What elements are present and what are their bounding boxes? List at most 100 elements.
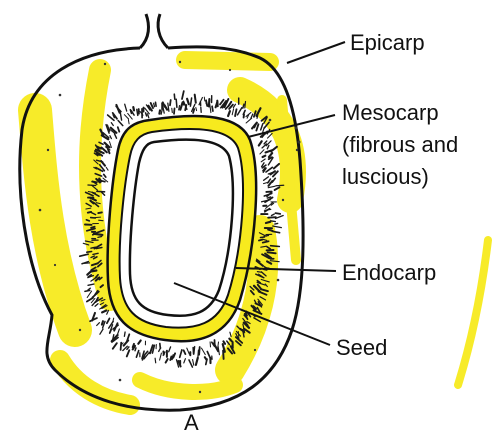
mesocarp-fibre xyxy=(107,318,110,323)
mesocarp-fibre xyxy=(102,192,105,195)
mesocarp-fibre xyxy=(124,115,128,119)
mesocarp-fibre xyxy=(170,100,171,105)
mesocarp-fibre xyxy=(271,147,277,152)
mesocarp-fibre xyxy=(155,358,156,363)
seed-label: Seed xyxy=(336,335,387,360)
mesocarp-fibre xyxy=(259,240,263,241)
mesocarp-fibre xyxy=(263,156,266,157)
mesocarp-fibre xyxy=(88,185,96,186)
seed-outline xyxy=(130,140,233,316)
mesocarp-fibre xyxy=(115,134,117,138)
mesocarp-fibre xyxy=(190,98,191,106)
mesocarp-fibre xyxy=(256,124,258,130)
mesocarp-fibre xyxy=(97,323,100,326)
mesocarp-fibre xyxy=(202,348,206,355)
mesocarp-fibre xyxy=(264,177,269,181)
mesocarp-fibre xyxy=(127,350,130,356)
mesocarp-fibre xyxy=(261,159,265,162)
mesocarp-fibre xyxy=(266,167,272,172)
mesocarp-fibre xyxy=(223,341,225,344)
mesocarp-fibre xyxy=(212,106,213,111)
mesocarp-fibre xyxy=(184,350,186,354)
mesocarp-fibre xyxy=(156,102,157,106)
mesocarp-fibre xyxy=(151,103,153,108)
mesocarp-fibre xyxy=(98,237,102,238)
mesocarp-fibre xyxy=(176,99,177,107)
mesocarp-fibre xyxy=(259,141,262,145)
mesocarp-fibre xyxy=(268,252,276,253)
mesocarp-fibre xyxy=(99,220,103,221)
mesocarp-fibre xyxy=(235,109,236,116)
mesocarp-fibre xyxy=(102,321,103,324)
mesocarp-fibre xyxy=(223,351,224,359)
mesocarp-fibre xyxy=(187,99,189,104)
mesocarp-fibre xyxy=(113,343,117,349)
mesocarp-fibre xyxy=(111,123,113,126)
mesocarp-fibre xyxy=(87,291,91,297)
mesocarp-fibre xyxy=(274,164,279,169)
mesocarp-fibre xyxy=(138,341,140,344)
mesocarp-fibre xyxy=(245,102,246,108)
mesocarp-fibre xyxy=(118,121,123,126)
mesocarp-fibre xyxy=(275,223,278,224)
mesocarp-fibre xyxy=(128,120,129,124)
mesocarp-fibre xyxy=(102,311,106,313)
mesocarp-fibre xyxy=(110,136,112,139)
mesocarp-fibre xyxy=(87,271,91,275)
mesocarp-fibre xyxy=(228,111,230,116)
mesocarp-fibre xyxy=(166,359,168,363)
mesocarp-fibre xyxy=(118,127,120,132)
mesocarp-fibre xyxy=(207,352,210,359)
mesocarp-fibre xyxy=(261,124,263,130)
mesocarp-fibre xyxy=(121,343,122,350)
mesocarp-fibre xyxy=(196,108,197,111)
mesocarp-fibre xyxy=(87,252,92,253)
mesocarp-fibre xyxy=(93,234,96,235)
mesocarp-fibre xyxy=(159,110,160,113)
mesocarp-fibre xyxy=(165,105,168,109)
mesocarp-fibre xyxy=(196,358,198,365)
mesocarp-fibre xyxy=(92,302,95,306)
epicarp-label: Epicarp xyxy=(350,30,425,55)
mesocarp-fibre xyxy=(95,304,98,307)
mesocarp-fibre xyxy=(266,222,270,223)
mesocarp-fibre xyxy=(146,113,147,116)
mesocarp-fibre xyxy=(260,150,264,154)
figure-caption: A xyxy=(184,410,199,435)
mesocarp-fibre xyxy=(85,290,90,291)
mesocarp-fibre xyxy=(182,91,184,99)
mesocarp-fibre xyxy=(104,174,106,177)
mesocarp-fibre xyxy=(267,146,269,149)
mesocarp-fibre xyxy=(276,213,281,214)
mesocarp-fibre xyxy=(91,227,95,228)
mesocarp-fibre xyxy=(204,97,205,101)
mesocarp-label-line2: (fibrous and xyxy=(342,132,458,157)
mesocarp-fibre xyxy=(135,348,136,351)
mesocarp-fibre xyxy=(230,332,231,336)
mesocarp-fibre xyxy=(187,348,190,354)
mesocarp-fibre xyxy=(100,329,103,334)
fruit-stalk xyxy=(140,14,168,48)
mesocarp-fibre xyxy=(133,344,134,347)
mesocarp-fibre xyxy=(170,357,171,361)
mesocarp-fibre xyxy=(261,237,265,238)
mesocarp-fibre xyxy=(193,360,194,366)
mesocarp-fibre xyxy=(268,133,273,138)
mesocarp-fibre xyxy=(106,167,108,170)
mesocarp-fibre xyxy=(238,108,242,115)
mesocarp-fibre xyxy=(88,284,94,285)
mesocarp-fibre xyxy=(92,182,97,183)
mesocarp-fibre xyxy=(210,104,211,112)
mesocarp-fibre xyxy=(268,186,275,188)
mesocarp-fibre xyxy=(136,351,138,358)
mesocarp-fibre xyxy=(193,109,194,113)
mesocarp-fibre xyxy=(206,101,207,106)
mesocarp-fibre xyxy=(251,114,253,118)
mesocarp-label-line3: luscious) xyxy=(342,164,429,189)
mesocarp-fibre xyxy=(160,353,162,360)
mesocarp-fibre xyxy=(271,246,280,247)
mesocarp-fibre xyxy=(257,272,261,273)
mesocarp-fibre xyxy=(98,212,102,213)
mesocarp-fibre xyxy=(125,104,127,111)
